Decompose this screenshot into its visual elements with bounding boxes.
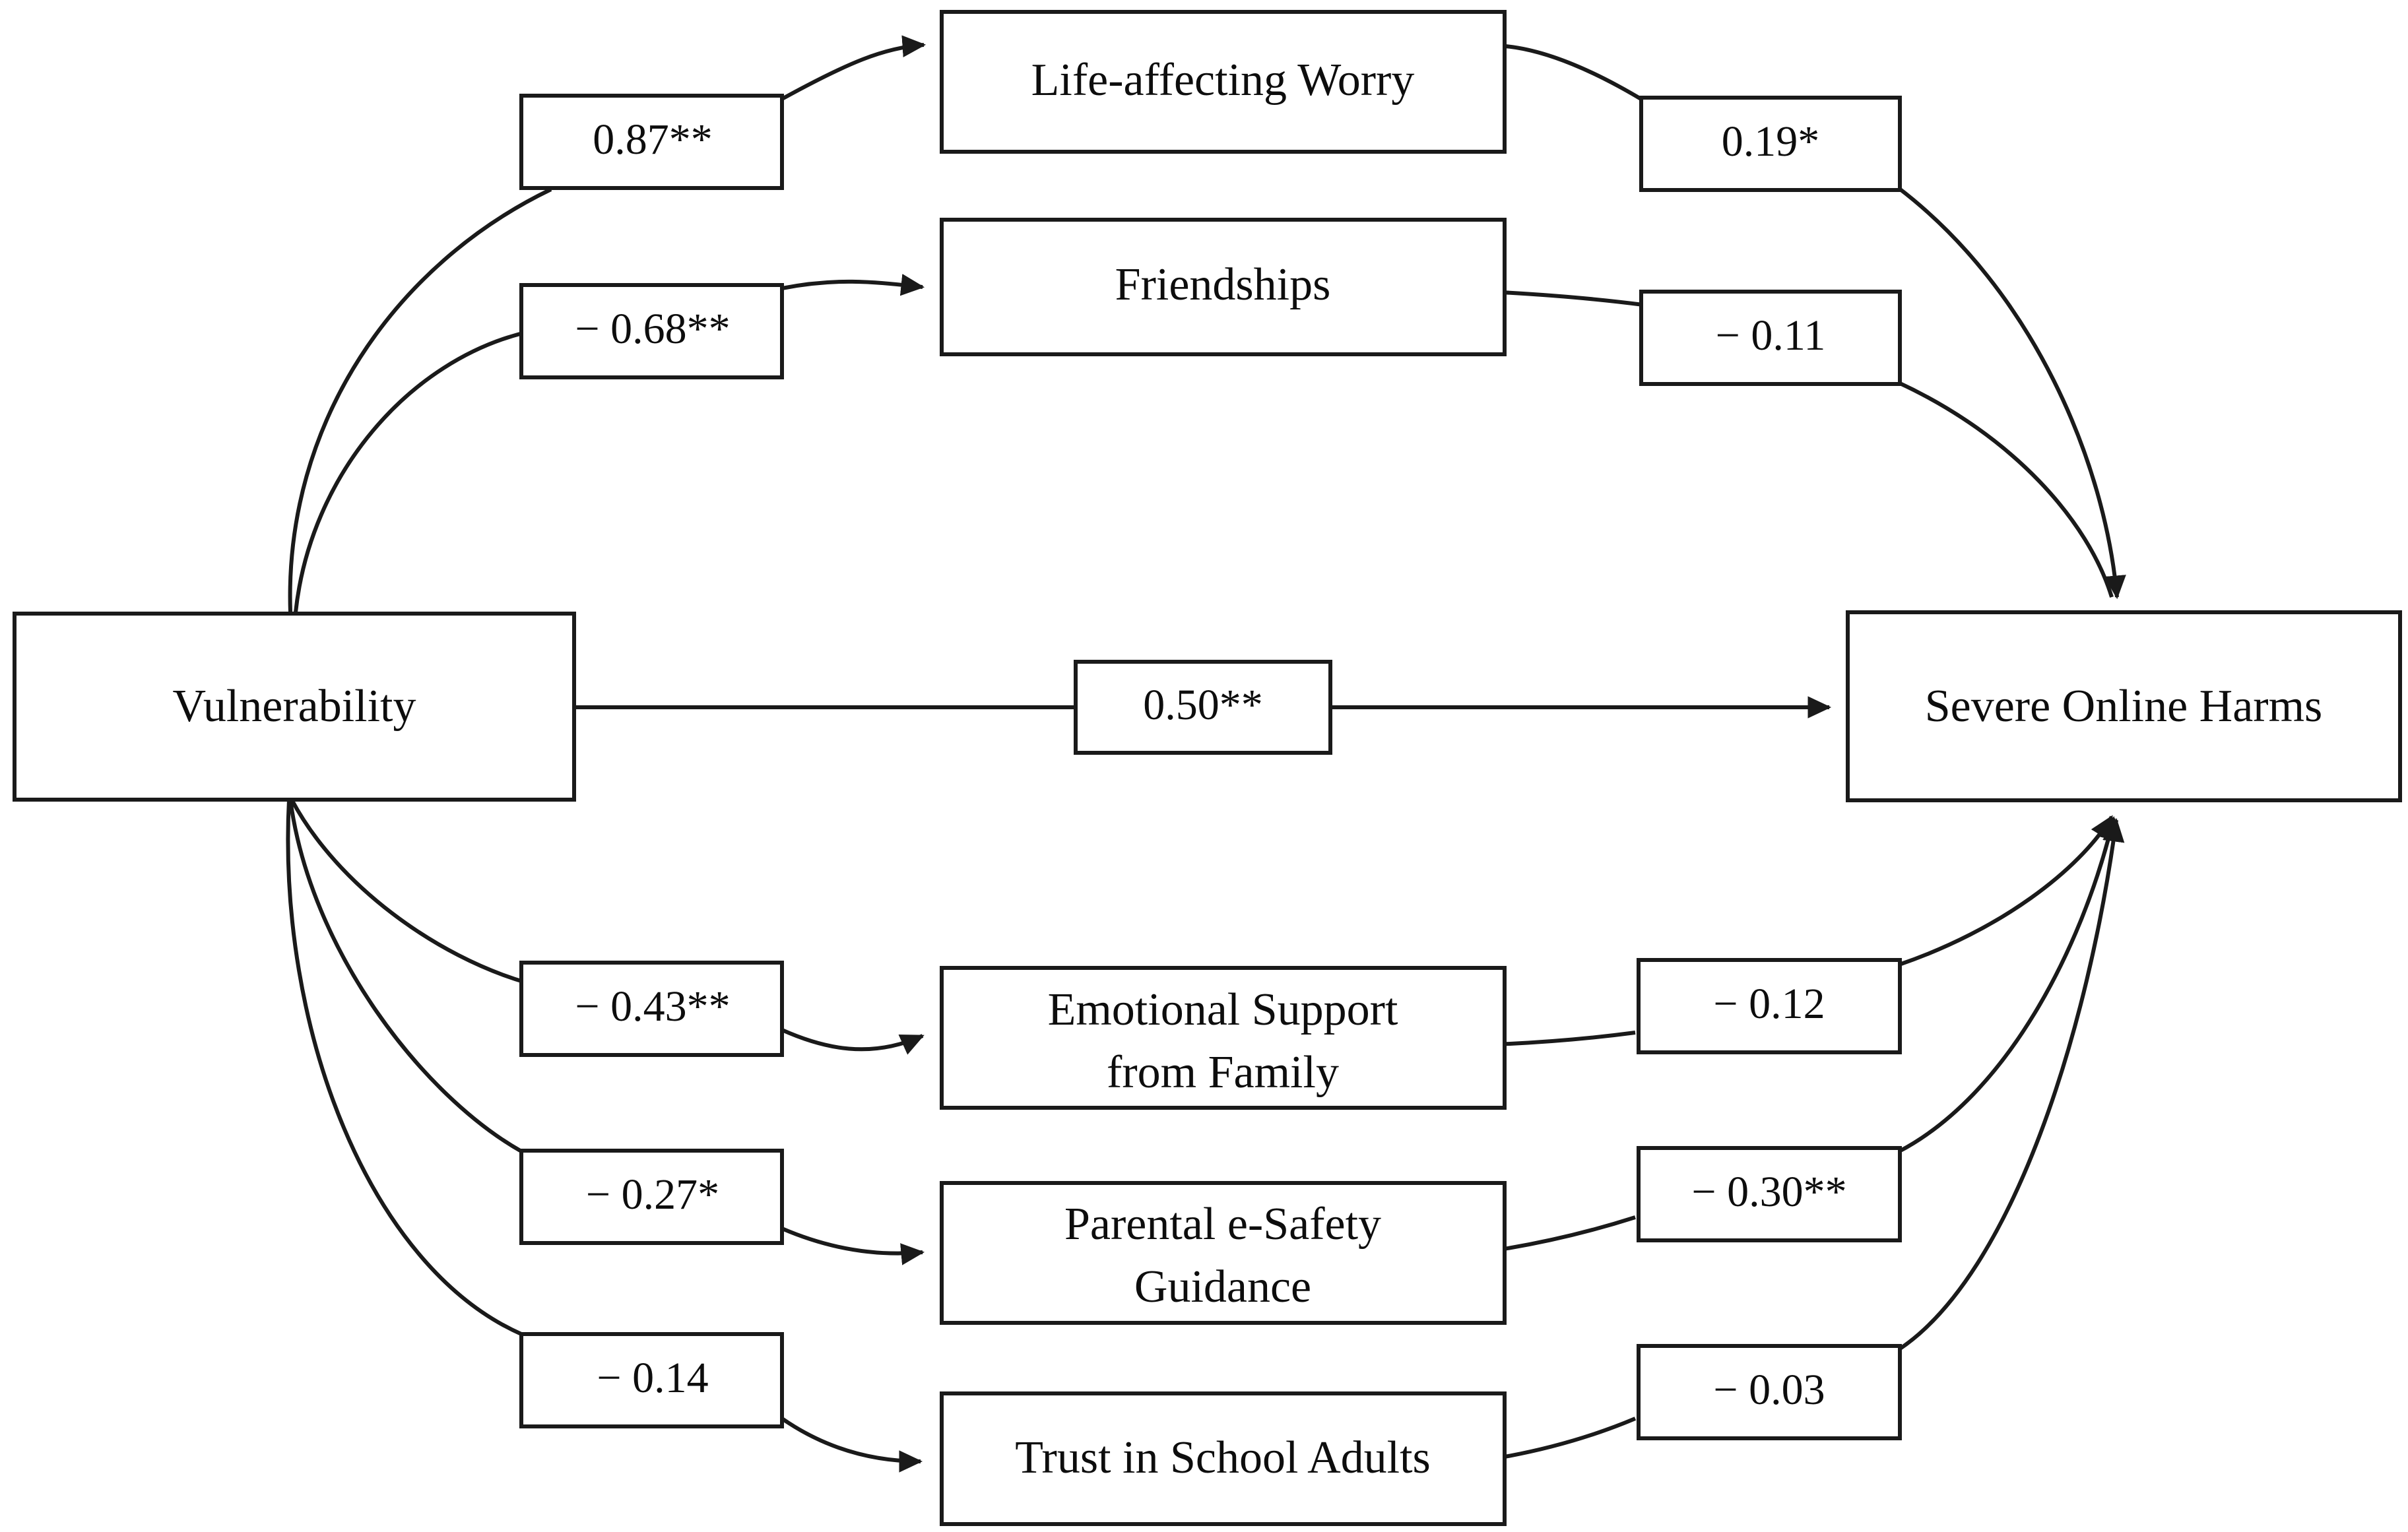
- node-life-affecting-worry-label: Life-affecting Worry: [1031, 55, 1415, 106]
- coefficient-direct-box[interactable]: [1074, 660, 1332, 755]
- node-parental-guidance-label-line2: Guidance: [1134, 1261, 1311, 1312]
- coefficient-direct-label: 0.50**: [1143, 681, 1263, 729]
- edge-worry-to-outcome: [1505, 44, 2126, 600]
- coefficient-a-worry-label: 0.87**: [593, 115, 713, 164]
- coefficient-b-friendships-label: − 0.11: [1716, 311, 1826, 360]
- node-emotional-support-label-line2: from Family: [1107, 1047, 1339, 1098]
- edge-segment-a-parental-left: [288, 799, 523, 1153]
- coefficient-b-trust-label: − 0.03: [1713, 1366, 1825, 1414]
- coefficient-a-school-trust[interactable]: − 0.14: [519, 1332, 784, 1428]
- edge-segment-a-emotional-left: [290, 798, 529, 985]
- coefficient-b-worry-label: 0.19*: [1722, 117, 1820, 166]
- coefficient-b-worry[interactable]: 0.19*: [1639, 96, 1902, 192]
- edge-segment-a-parental-right: [781, 1227, 925, 1265]
- edge-segment-a-trust-right: [781, 1417, 923, 1473]
- coefficient-a-emotional-box[interactable]: [519, 961, 784, 1057]
- coefficient-b-school-trust[interactable]: − 0.03: [1637, 1344, 1902, 1440]
- edge-segment-a-friendships-left: [294, 330, 529, 613]
- edge-segment-b-worry-left: [1505, 44, 1644, 102]
- node-school-trust-label: Trust in School Adults: [1015, 1432, 1431, 1483]
- coefficient-b-friendships[interactable]: − 0.11: [1639, 290, 1902, 386]
- coefficient-b-worry-box[interactable]: [1639, 96, 1902, 192]
- coefficient-a-parental-label: − 0.27*: [586, 1170, 719, 1219]
- node-emotional-support-from-family[interactable]: Emotional Support from Family: [940, 966, 1507, 1110]
- edge-segment-a-worry-left: [288, 187, 552, 613]
- node-friendships-label: Friendships: [1115, 259, 1331, 310]
- edge-vulnerability-to-friendships: [294, 274, 925, 613]
- node-vulnerability-label: Vulnerability: [172, 681, 416, 732]
- node-trust-in-school-adults[interactable]: Trust in School Adults: [940, 1391, 1507, 1526]
- node-friendships[interactable]: Friendships: [940, 218, 1507, 356]
- node-emotional-support-box[interactable]: [940, 966, 1507, 1110]
- coefficient-a-emotional-support[interactable]: − 0.43**: [519, 961, 784, 1057]
- node-life-affecting-worry-box[interactable]: [940, 10, 1507, 154]
- coefficient-direct[interactable]: 0.50**: [1074, 660, 1332, 755]
- edge-segment-b-friendships-right: [1897, 381, 2114, 598]
- node-parental-guidance-label-line1: Parental e-Safety: [1064, 1199, 1381, 1250]
- coefficient-b-emotional-box[interactable]: [1637, 958, 1902, 1054]
- node-friendships-box[interactable]: [940, 218, 1507, 356]
- edge-vulnerability-to-worry: [288, 35, 927, 613]
- coefficient-b-emotional-support[interactable]: − 0.12: [1637, 958, 1902, 1054]
- edge-segment-b-emotional-right: [1899, 815, 2114, 967]
- coefficient-a-friendships-label: − 0.68**: [575, 305, 730, 353]
- edge-vulnerability-to-parental-guidance: [288, 799, 925, 1265]
- node-severe-online-harms-box[interactable]: [1846, 610, 2402, 802]
- coefficient-b-emotional-label: − 0.12: [1713, 980, 1825, 1028]
- edge-vulnerability-to-emotional-support: [290, 798, 925, 1055]
- node-school-trust-box[interactable]: [940, 1391, 1507, 1526]
- coefficient-a-friendships-box[interactable]: [519, 283, 784, 379]
- coefficient-b-parental-box[interactable]: [1637, 1146, 1902, 1242]
- coefficient-b-parental-label: − 0.30**: [1691, 1168, 1846, 1216]
- edge-segment-a-worry-right: [781, 35, 927, 101]
- coefficient-a-trust-label: − 0.14: [597, 1354, 708, 1402]
- coefficient-a-trust-box[interactable]: [519, 1332, 784, 1428]
- edge-segment-a-friendships-right: [781, 274, 925, 296]
- coefficient-a-friendships[interactable]: − 0.68**: [519, 283, 784, 379]
- edge-segment-b-worry-right: [1897, 186, 2126, 600]
- edge-vulnerability-to-school-trust: [286, 799, 923, 1473]
- coefficient-a-parental-box[interactable]: [519, 1149, 784, 1245]
- node-emotional-support-label-line1: Emotional Support: [1048, 984, 1398, 1035]
- coefficient-b-friendships-box[interactable]: [1639, 290, 1902, 386]
- coefficient-b-trust-box[interactable]: [1637, 1344, 1902, 1440]
- edge-segment-b-trust-right: [1898, 817, 2125, 1351]
- edge-segment-b-parental-right: [1898, 815, 2120, 1153]
- coefficient-b-parental-guidance[interactable]: − 0.30**: [1637, 1146, 1902, 1242]
- node-vulnerability-box[interactable]: [13, 612, 576, 802]
- edge-segment-a-trust-left: [286, 799, 523, 1336]
- node-severe-online-harms[interactable]: Severe Online Harms: [1846, 610, 2402, 802]
- node-parental-guidance-box[interactable]: [940, 1181, 1507, 1325]
- node-severe-online-harms-label: Severe Online Harms: [1925, 681, 2323, 732]
- coefficient-a-parental-guidance[interactable]: − 0.27*: [519, 1149, 784, 1245]
- node-life-affecting-worry[interactable]: Life-affecting Worry: [940, 10, 1507, 154]
- edge-segment-a-emotional-right: [781, 1028, 925, 1055]
- node-parental-e-safety-guidance[interactable]: Parental e-Safety Guidance: [940, 1181, 1507, 1325]
- coefficient-a-worry[interactable]: 0.87**: [519, 94, 784, 190]
- coefficient-a-worry-box[interactable]: [519, 94, 784, 190]
- coefficient-a-emotional-label: − 0.43**: [575, 982, 730, 1031]
- node-vulnerability[interactable]: Vulnerability: [13, 612, 576, 802]
